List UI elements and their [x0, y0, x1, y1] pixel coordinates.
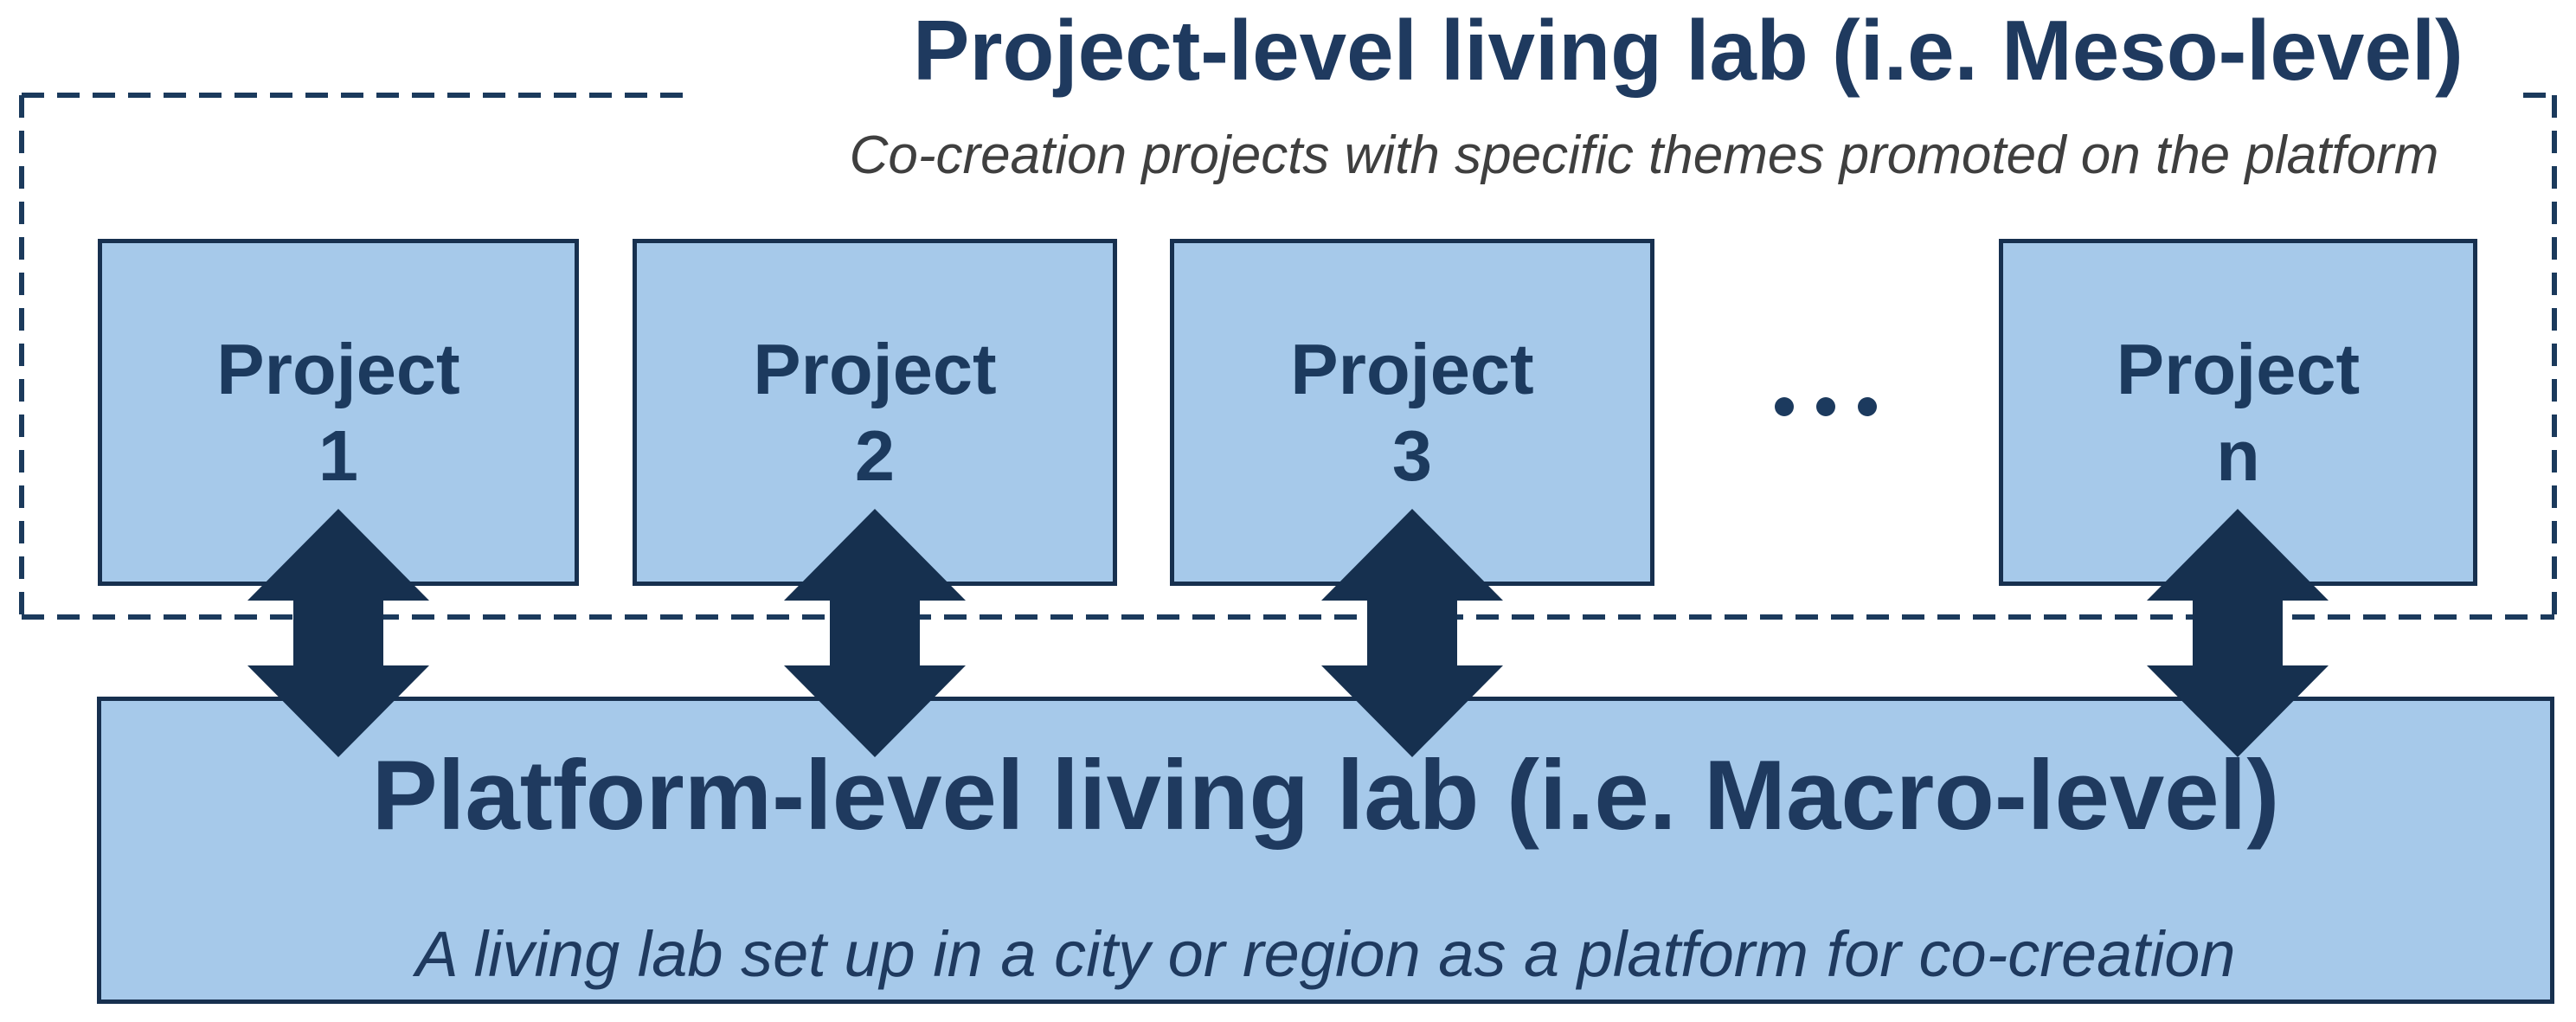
project-box-3: Project 3 [1170, 239, 1654, 586]
project-box-3-label: Project 3 [1290, 326, 1533, 498]
meso-level-title: Project-level living lab (i.e. Meso-leve… [913, 3, 2464, 98]
project-box-2: Project 2 [633, 239, 1117, 586]
project-box-n-number: n [2216, 415, 2260, 496]
ellipsis-dots [1775, 397, 1877, 416]
project-box-2-label: Project 2 [753, 326, 996, 498]
project-box-n: Project n [1999, 239, 2477, 586]
project-box-n-label: Project n [2117, 326, 2360, 498]
ellipsis-dot [1816, 397, 1835, 416]
project-box-3-word: Project [1290, 328, 1534, 409]
project-box-1-number: 1 [318, 415, 359, 496]
ellipsis-dot [1858, 397, 1877, 416]
project-box-2-word: Project [753, 328, 997, 409]
project-box-1-label: Project 1 [216, 326, 459, 498]
project-box-n-word: Project [2116, 328, 2361, 409]
project-box-3-number: 3 [1391, 415, 1433, 496]
meso-level-subtitle: Co-creation projects with specific theme… [849, 125, 2439, 185]
macro-level-title: Platform-level living lab (i.e. Macro-le… [371, 741, 2280, 851]
macro-level-subtitle: A living lab set up in a city or region … [415, 918, 2236, 990]
project-box-1-word: Project [216, 328, 460, 409]
ellipsis-dot [1775, 397, 1794, 416]
platform-box: Platform-level living lab (i.e. Macro-le… [97, 697, 2554, 1004]
project-box-1: Project 1 [98, 239, 579, 586]
project-box-2-number: 2 [854, 415, 896, 496]
